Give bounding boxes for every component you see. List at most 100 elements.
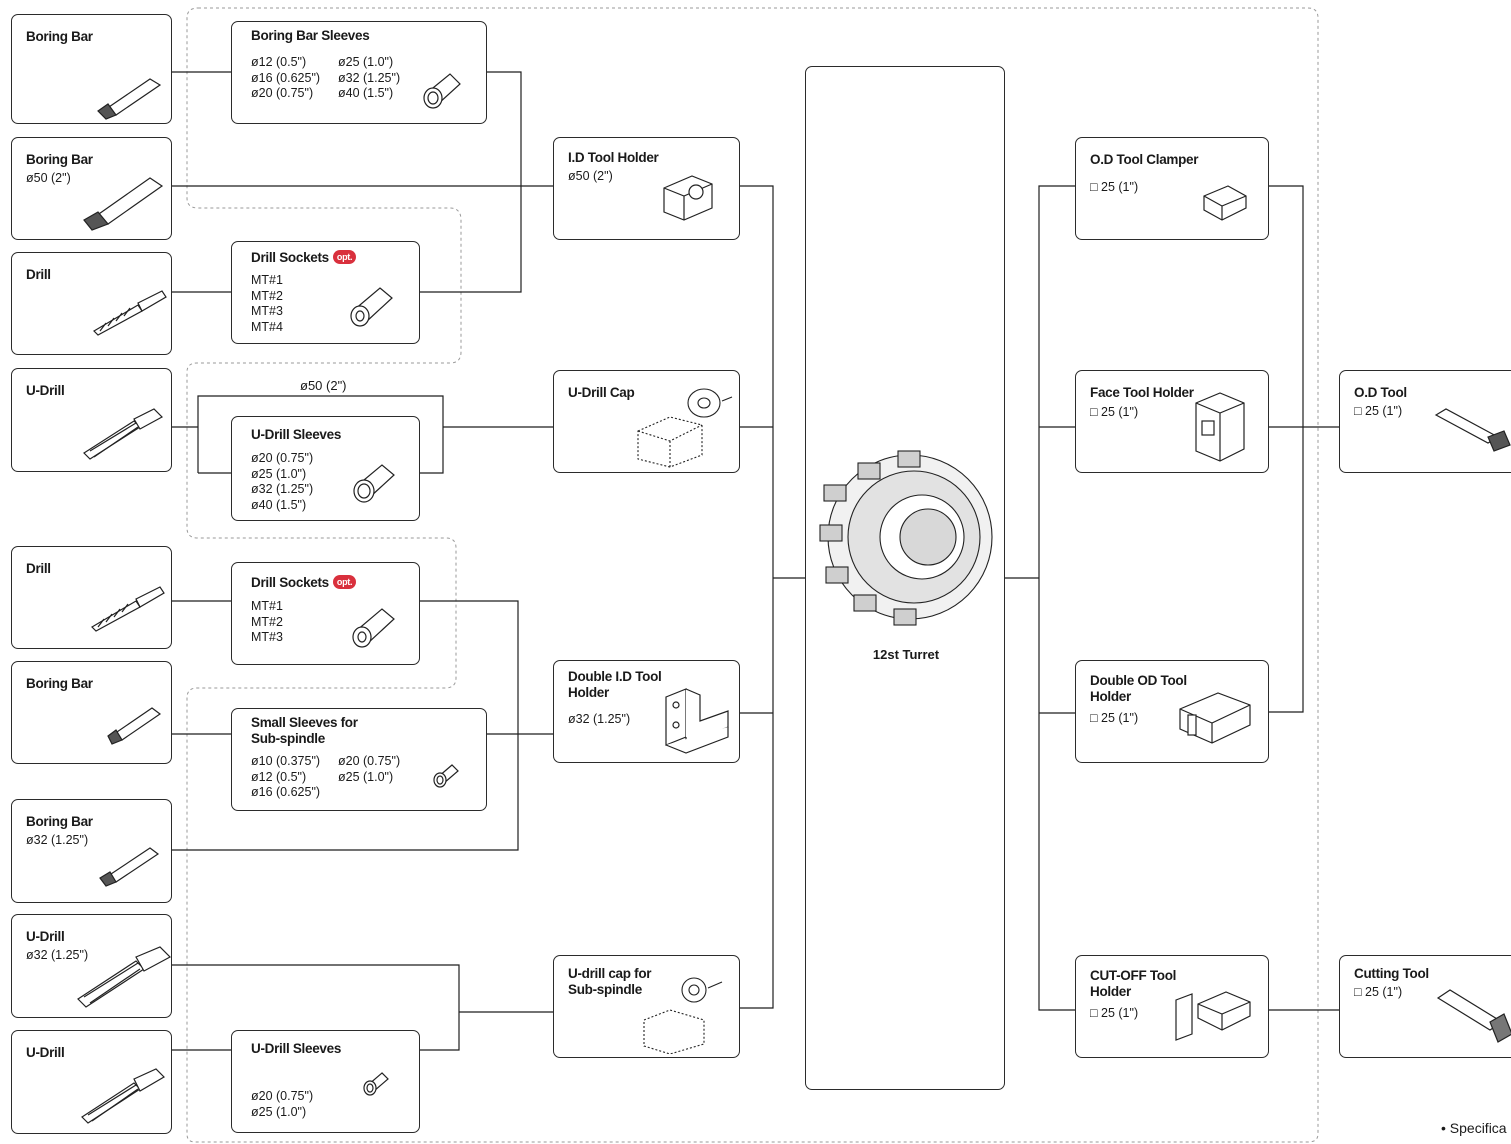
tool-title: Boring Bar (26, 152, 93, 168)
double-id-holder-icon (660, 681, 734, 755)
boring-bar-icon (104, 702, 164, 746)
footnote: • Specifica (1441, 1120, 1507, 1136)
turret-box[interactable]: 12st Turret (805, 66, 1005, 1090)
spec-list: ø20 (0.75") ø25 (1.0") ø32 (1.25") ø40 (… (251, 451, 313, 513)
spec-list: ø25 (1.0") ø32 (1.25") ø40 (1.5") (338, 55, 400, 102)
turret-label: 12st Turret (806, 647, 1005, 662)
od-clamper-icon (1200, 182, 1250, 226)
tool-u-drill-2[interactable]: U-Drill ø32 (1.25") (11, 914, 172, 1018)
box-title: Small Sleeves for Sub-spindle (251, 715, 371, 747)
id-tool-holder-box[interactable]: I.D Tool Holder ø50 (2") (553, 137, 740, 240)
box-title: Boring Bar Sleeves (251, 28, 369, 44)
spec-item: MT#3 (251, 630, 283, 646)
spec-item: ø32 (1.25") (251, 482, 313, 498)
sleeve-icon (416, 66, 466, 110)
tool-boring-bar-4[interactable]: Boring Bar ø32 (1.25") (11, 799, 172, 903)
od-tool-box[interactable]: O.D Tool □ 25 (1") (1339, 370, 1511, 473)
bypass-size-label: ø50 (2") (300, 378, 347, 393)
drill-icon (88, 585, 168, 633)
u-drill-sleeves-box-1[interactable]: U-Drill Sleeves ø20 (0.75") ø25 (1.0") ø… (231, 416, 420, 521)
tool-u-drill-3[interactable]: U-Drill (11, 1030, 172, 1134)
spec-item: ø10 (0.375") (251, 754, 320, 770)
u-drill-sleeves-box-2[interactable]: U-Drill Sleeves ø20 (0.75") ø25 (1.0") (231, 1030, 420, 1133)
face-tool-holder-box[interactable]: Face Tool Holder □ 25 (1") (1075, 370, 1269, 473)
u-drill-icon (80, 407, 166, 461)
tool-boring-bar-2[interactable]: Boring Bar ø50 (2") (11, 137, 172, 240)
spec-item: ø40 (1.5") (338, 86, 400, 102)
box-title: O.D Tool Clamper (1090, 152, 1198, 168)
sleeve-icon (358, 1067, 392, 1097)
cut-off-tool-holder-box[interactable]: CUT-OFF Tool Holder □ 25 (1") (1075, 955, 1269, 1058)
u-drill-icon (78, 1067, 168, 1125)
spec-item: ø25 (1.0") (338, 55, 400, 71)
cutting-tool-box[interactable]: Cutting Tool □ 25 (1") (1339, 955, 1511, 1058)
spec-item: MT#4 (251, 320, 283, 336)
box-title: Face Tool Holder (1090, 385, 1194, 401)
box-size: □ 25 (1") (1354, 404, 1402, 419)
tool-title: U-Drill (26, 1045, 64, 1061)
id-tool-holder-icon (656, 168, 720, 226)
u-drill-cap-icon (634, 385, 738, 469)
spec-list: MT#1 MT#2 MT#3 (251, 599, 283, 646)
drill-socket-icon (344, 601, 402, 651)
turret-icon (818, 445, 994, 631)
box-size: ø32 (1.25") (568, 712, 630, 727)
small-sleeves-box[interactable]: Small Sleeves for Sub-spindle ø10 (0.375… (231, 708, 487, 811)
u-drill-icon (74, 945, 172, 1009)
spec-list: ø12 (0.5") ø16 (0.625") ø20 (0.75") (251, 55, 320, 102)
spec-item: ø16 (0.625") (251, 785, 320, 801)
double-od-tool-holder-box[interactable]: Double OD Tool Holder □ 25 (1") (1075, 660, 1269, 763)
double-id-tool-holder-box[interactable]: Double I.D Tool Holder ø32 (1.25") (553, 660, 740, 763)
boring-bar-icon (96, 842, 166, 890)
tool-drill-1[interactable]: Drill (11, 252, 172, 355)
od-tool-clamper-box[interactable]: O.D Tool Clamper □ 25 (1") (1075, 137, 1269, 240)
box-size: □ 25 (1") (1090, 180, 1138, 195)
u-drill-cap-sub-icon (640, 970, 732, 1054)
spec-list: ø20 (0.75") ø25 (1.0") (338, 754, 400, 785)
spec-item: ø25 (1.0") (338, 770, 400, 786)
boring-bar-sleeves-box[interactable]: Boring Bar Sleeves ø12 (0.5") ø16 (0.625… (231, 21, 487, 124)
spec-item: MT#3 (251, 304, 283, 320)
spec-list: ø10 (0.375") ø12 (0.5") ø16 (0.625") (251, 754, 320, 801)
cutting-tool-icon (1434, 984, 1511, 1048)
spec-item: MT#2 (251, 289, 283, 305)
spec-item: ø20 (0.75") (251, 451, 313, 467)
tool-title: Boring Bar (26, 814, 93, 830)
tool-drill-2[interactable]: Drill (11, 546, 172, 649)
spec-list: MT#1 MT#2 MT#3 MT#4 (251, 273, 283, 335)
face-holder-icon (1188, 389, 1252, 465)
drill-socket-icon (342, 280, 400, 330)
tool-title: U-Drill (26, 383, 64, 399)
spec-item: ø20 (0.75") (251, 86, 320, 102)
u-drill-cap-box[interactable]: U-Drill Cap (553, 370, 740, 473)
box-size: □ 25 (1") (1090, 405, 1138, 420)
box-size: □ 25 (1") (1090, 711, 1138, 726)
optional-badge: opt. (333, 250, 356, 264)
box-size: ø50 (2") (568, 169, 613, 184)
tool-boring-bar-3[interactable]: Boring Bar (11, 661, 172, 764)
optional-badge: opt. (333, 575, 356, 589)
spec-item: ø40 (1.5") (251, 498, 313, 514)
tool-title: Drill (26, 267, 51, 283)
spec-item: ø25 (1.0") (251, 467, 313, 483)
sleeve-icon (344, 457, 400, 505)
box-title: Cutting Tool (1354, 966, 1429, 982)
box-title: O.D Tool (1354, 385, 1407, 401)
cut-off-holder-icon (1172, 980, 1254, 1046)
tool-boring-bar-1[interactable]: Boring Bar (11, 14, 172, 124)
u-drill-cap-sub-box[interactable]: U-drill cap for Sub-spindle (553, 955, 740, 1058)
tool-title: Drill (26, 561, 51, 577)
sleeve-icon (428, 759, 462, 789)
box-size: □ 25 (1") (1090, 1006, 1138, 1021)
tool-title: U-Drill (26, 929, 64, 945)
spec-item: ø20 (0.75") (251, 1089, 313, 1105)
tool-u-drill-1[interactable]: U-Drill (11, 368, 172, 472)
box-title: U-Drill Sleeves (251, 1041, 341, 1057)
box-title: Double OD Tool Holder (1090, 673, 1190, 705)
tool-title: Boring Bar (26, 676, 93, 692)
